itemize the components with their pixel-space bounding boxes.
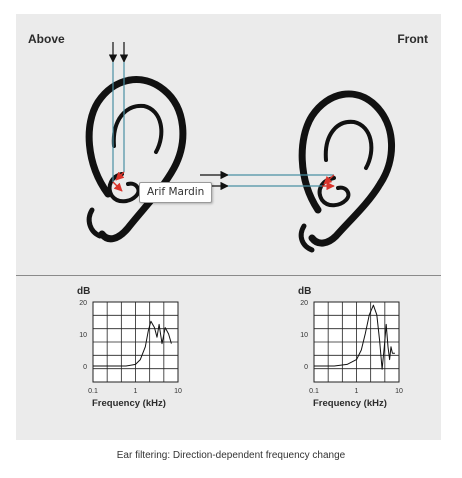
- ear-left-helix: [85, 76, 187, 243]
- ear-left-lobe: [86, 207, 103, 239]
- ear-right-lobe: [298, 223, 315, 253]
- chart-right-xtick-label: 0.1: [309, 388, 319, 395]
- ear-right-concha: [317, 176, 351, 208]
- ear-right-illustration: [298, 90, 395, 253]
- section-divider: [16, 275, 441, 276]
- chart-right-response-line: [314, 304, 395, 370]
- ear-left-concha: [107, 172, 141, 204]
- ear-right-helix: [298, 90, 395, 247]
- chart-left-response-line: [93, 320, 172, 367]
- reflection-arrow-above-2: [112, 181, 123, 192]
- chart-right-xtick-label: 1: [355, 388, 359, 395]
- chart-right-ytick-label: 0: [304, 364, 308, 371]
- chart-left: 20 10 0 0.1 1 10: [79, 300, 182, 395]
- chart-left-ytick-label: 10: [79, 332, 87, 339]
- chart-right-ytick-label: 10: [300, 332, 308, 339]
- ear-left-illustration: [85, 76, 187, 243]
- chart-left-ytick-label: 0: [83, 364, 87, 371]
- chart-right: 20 10 0 0.1 1 10: [300, 300, 403, 395]
- chart-left-xlabel: Frequency (kHz): [92, 398, 166, 409]
- ear-filtering-figure: 20 10 0 0.1 1 10 20 10 0 0.1 1 10 Above Front Arif …: [16, 14, 441, 440]
- chart-right-xtick-label: 10: [395, 388, 403, 395]
- chart-left-xtick-label: 1: [134, 388, 138, 395]
- ear-left-antihelix: [111, 103, 164, 154]
- reflection-arrow-above-1: [115, 171, 125, 181]
- sound-from-front: [200, 170, 335, 191]
- reflection-arrow-front-1: [323, 174, 335, 185]
- frequency-response-charts: 20 10 0 0.1 1 10 20 10 0 0.1 1 10: [79, 300, 403, 395]
- chart-left-xtick-label: 0.1: [88, 388, 98, 395]
- chart-right-xlabel: Frequency (kHz): [313, 398, 387, 409]
- chart-right-ytick-label: 20: [300, 300, 308, 307]
- chart-left-xtick-label: 10: [174, 388, 182, 395]
- figure-drawing: 20 10 0 0.1 1 10 20 10 0 0.1 1 10: [79, 42, 403, 395]
- chart-left-ytick-label: 20: [79, 300, 87, 307]
- label-above: Above: [28, 32, 65, 46]
- chart-left-ylabel: dB: [77, 286, 91, 297]
- figure-caption: Ear filtering: Direction-dependent frequ…: [116, 450, 346, 461]
- label-front: Front: [397, 32, 428, 46]
- sound-from-above: [108, 42, 129, 192]
- chart-right-ylabel: dB: [298, 286, 312, 297]
- tooltip-popup: Arif Mardin: [139, 182, 213, 203]
- ear-right-antihelix: [323, 119, 374, 170]
